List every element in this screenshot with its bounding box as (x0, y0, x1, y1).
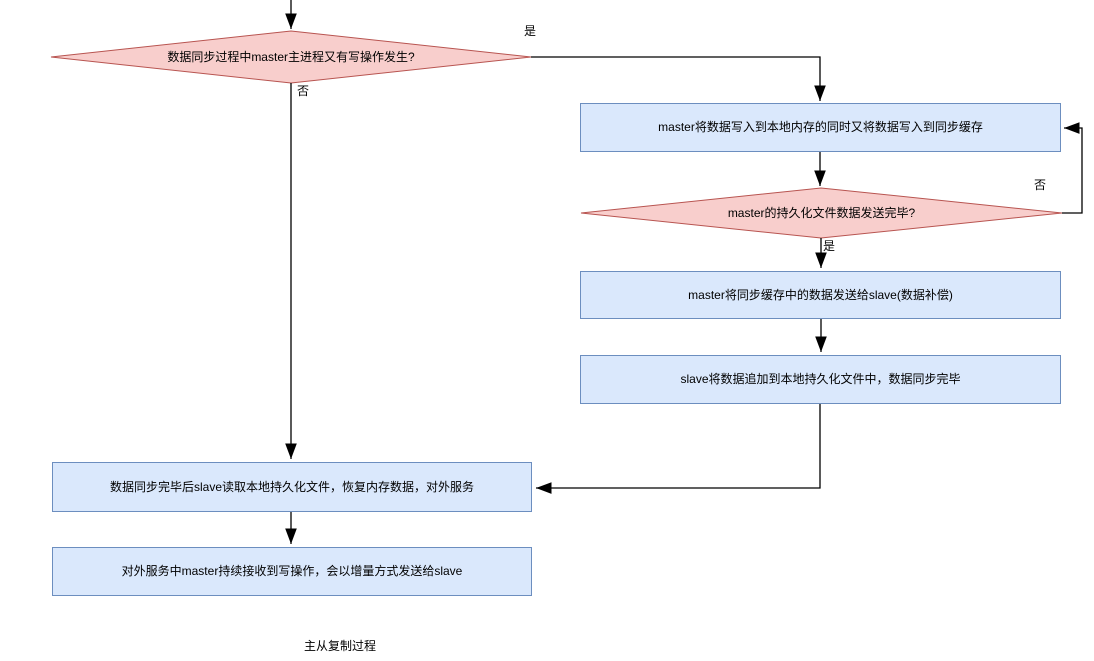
edge-label-yes-mid: 是 (823, 239, 836, 253)
edge-no-loop-to-write-buffer (1062, 122, 1083, 214)
edge-slave-append-to-restore (536, 404, 821, 494)
process-node-slave-restore-serve: 数据同步完毕后slave读取本地持久化文件，恢复内存数据，对外服务 (52, 462, 532, 512)
edge-label-yes-top: 是 (524, 24, 537, 38)
decision-master-write-label: 数据同步过程中master主进程又有写操作发生? (167, 49, 415, 64)
decision-rdb-sent-label: master的持久化文件数据发送完毕? (727, 205, 916, 220)
process-node-send-buffer-to-slave: master将同步缓存中的数据发送给slave(数据补偿) (580, 271, 1061, 319)
edge-yes-to-write-buffer (531, 56, 826, 101)
edge-label-no-loop: 否 (1034, 178, 1047, 192)
process-node-slave-append-file: slave将数据追加到本地持久化文件中，数据同步完毕 (580, 355, 1061, 404)
diagram-caption: 主从复制过程 (303, 639, 376, 653)
edge-label-no-top: 否 (297, 84, 310, 98)
process-node-incremental-sync: 对外服务中master持续接收到写操作，会以增量方式发送给slave (52, 547, 532, 596)
process-node-write-memory-and-buffer: master将数据写入到本地内存的同时又将数据写入到同步缓存 (580, 103, 1061, 152)
